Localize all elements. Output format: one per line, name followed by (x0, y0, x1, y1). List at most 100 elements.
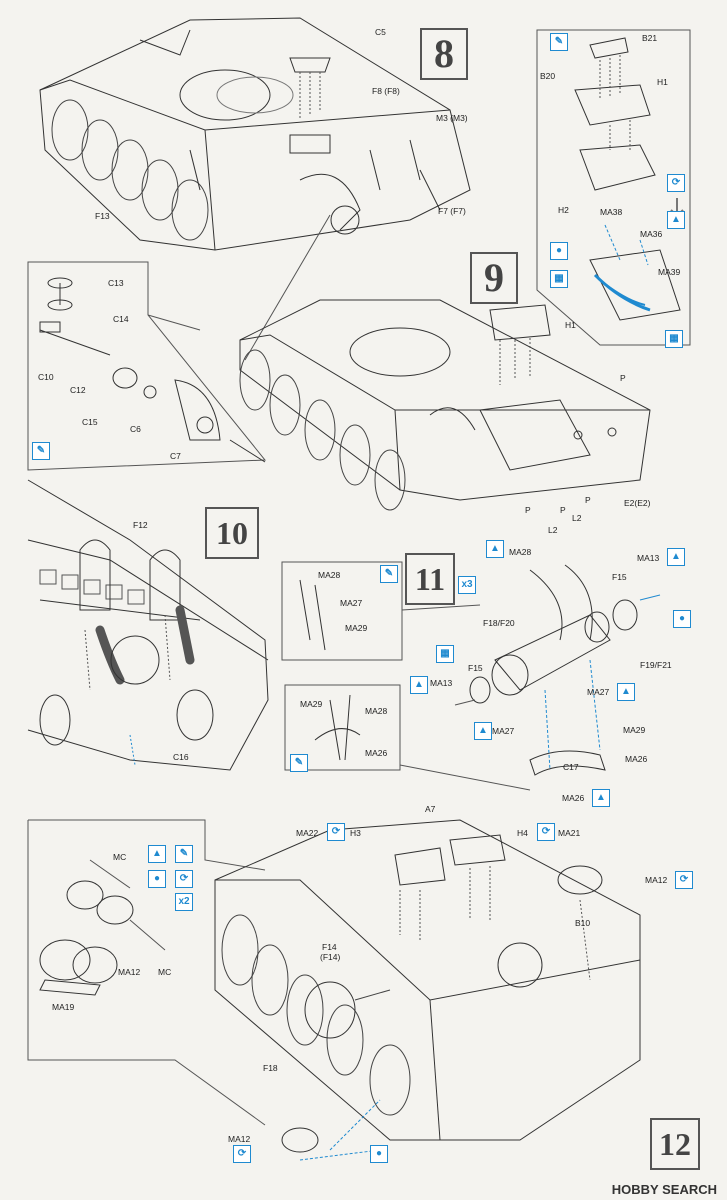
part-label: F19/F21 (640, 660, 672, 670)
part-label: A7 (425, 804, 436, 814)
step11-drawing (281, 561, 661, 791)
part-label: (F14) (320, 952, 341, 962)
part-label: F18/F20 (483, 618, 515, 628)
part-label: F7 (F7) (438, 206, 466, 216)
part-label: F18 (263, 1063, 278, 1073)
glue-icon: ⟳ (233, 1145, 251, 1163)
part-label: MA28 (509, 547, 532, 557)
part-label: H4 (517, 828, 528, 838)
step8-inset-box (27, 214, 331, 471)
part-label: C6 (130, 424, 141, 434)
part-label: MA39 (658, 267, 681, 277)
part-label: C12 (70, 385, 86, 395)
bend-icon: ▦ (436, 645, 454, 663)
part-label: MA36 (640, 229, 663, 239)
part-label: B10 (575, 918, 591, 928)
watermark: HOBBY SEARCH (611, 1182, 717, 1197)
photo-etch-icon: ▲ (667, 548, 685, 566)
photo-etch-icon: ▲ (486, 540, 504, 558)
part-label: P (620, 373, 626, 383)
part-label: MA13 (430, 678, 453, 688)
paint-icon: ● (550, 242, 568, 260)
part-label: C14 (113, 314, 129, 324)
drill-icon: ✎ (175, 845, 193, 863)
step10-drawing (27, 479, 269, 771)
drill-icon: ✎ (380, 565, 398, 583)
part-label: MA38 (600, 207, 623, 217)
part-label: MA12 (645, 875, 668, 885)
part-label: MA27 (587, 687, 610, 697)
part-label: C15 (82, 417, 98, 427)
glue-icon: ⟳ (675, 871, 693, 889)
part-label: MA22 (296, 828, 319, 838)
bend-icon: ▦ (550, 270, 568, 288)
glue-icon: ⟳ (327, 823, 345, 841)
part-label: P (585, 495, 591, 505)
part-label: C7 (170, 451, 181, 461)
part-label: MA19 (52, 1002, 75, 1012)
paint-icon: ● (370, 1145, 388, 1163)
part-label: MA21 (558, 828, 581, 838)
part-label: C5 (375, 27, 386, 37)
bend-icon: ▦ (665, 330, 683, 348)
part-label: L2 (572, 513, 582, 523)
drill-icon: ✎ (290, 754, 308, 772)
step-number-9: 9 (470, 252, 518, 304)
part-label: MA27 (492, 726, 515, 736)
part-label: P (525, 505, 531, 515)
step-number-8: 8 (420, 28, 468, 80)
photo-etch-icon: ▲ (592, 789, 610, 807)
part-label: C16 (173, 752, 189, 762)
step8-detail-box (536, 29, 691, 346)
glue-icon: ⟳ (667, 174, 685, 192)
part-label: B20 (540, 71, 556, 81)
multiplier-x3: x3 (458, 576, 476, 594)
part-label: M3 (M3) (436, 113, 468, 123)
part-label: H1 (657, 77, 668, 87)
part-label: MA12 (228, 1134, 251, 1144)
part-label: MA26 (365, 748, 388, 758)
part-label: MA29 (345, 623, 368, 633)
part-label: MA29 (300, 699, 323, 709)
part-label: L2 (548, 525, 558, 535)
part-label: MA29 (623, 725, 646, 735)
paint-icon: ● (148, 870, 166, 888)
part-label: MA12 (118, 967, 141, 977)
part-label: P (560, 505, 566, 515)
step-number-10: 10 (205, 507, 259, 559)
part-label: MA26 (625, 754, 648, 764)
step-number-12: 12 (650, 1118, 700, 1170)
part-label: H2 (558, 205, 569, 215)
part-label: C17 (563, 762, 579, 772)
part-label: H3 (350, 828, 361, 838)
glue-icon: ⟳ (175, 870, 193, 888)
glue-icon: ⟳ (537, 823, 555, 841)
photo-etch-icon: ▲ (474, 722, 492, 740)
part-label: MC (113, 852, 127, 862)
photo-etch-icon: ▲ (148, 845, 166, 863)
part-label: C10 (38, 372, 54, 382)
part-label: F8 (F8) (372, 86, 400, 96)
multiplier-x2: x2 (175, 893, 193, 911)
part-label: E2(E2) (624, 498, 651, 508)
photo-etch-icon: ▲ (617, 683, 635, 701)
part-label: MA28 (318, 570, 341, 580)
part-label: MA27 (340, 598, 363, 608)
drill-icon: ✎ (550, 33, 568, 51)
part-label: F15 (468, 663, 483, 673)
part-label: MA13 (637, 553, 660, 563)
part-label: F13 (95, 211, 110, 221)
step12-drawing (27, 819, 641, 1161)
part-label: F12 (133, 520, 148, 530)
step9-hull-drawing (239, 299, 651, 511)
part-label: F15 (612, 572, 627, 582)
part-label: F14 (322, 942, 337, 952)
photo-etch-icon: ▲ (410, 676, 428, 694)
part-label: H1 (565, 320, 576, 330)
part-label: MC (158, 967, 172, 977)
photo-etch-icon: ▲ (667, 211, 685, 229)
part-label: MA26 (562, 793, 585, 803)
part-label: C13 (108, 278, 124, 288)
step8-hull-drawing (39, 17, 471, 251)
